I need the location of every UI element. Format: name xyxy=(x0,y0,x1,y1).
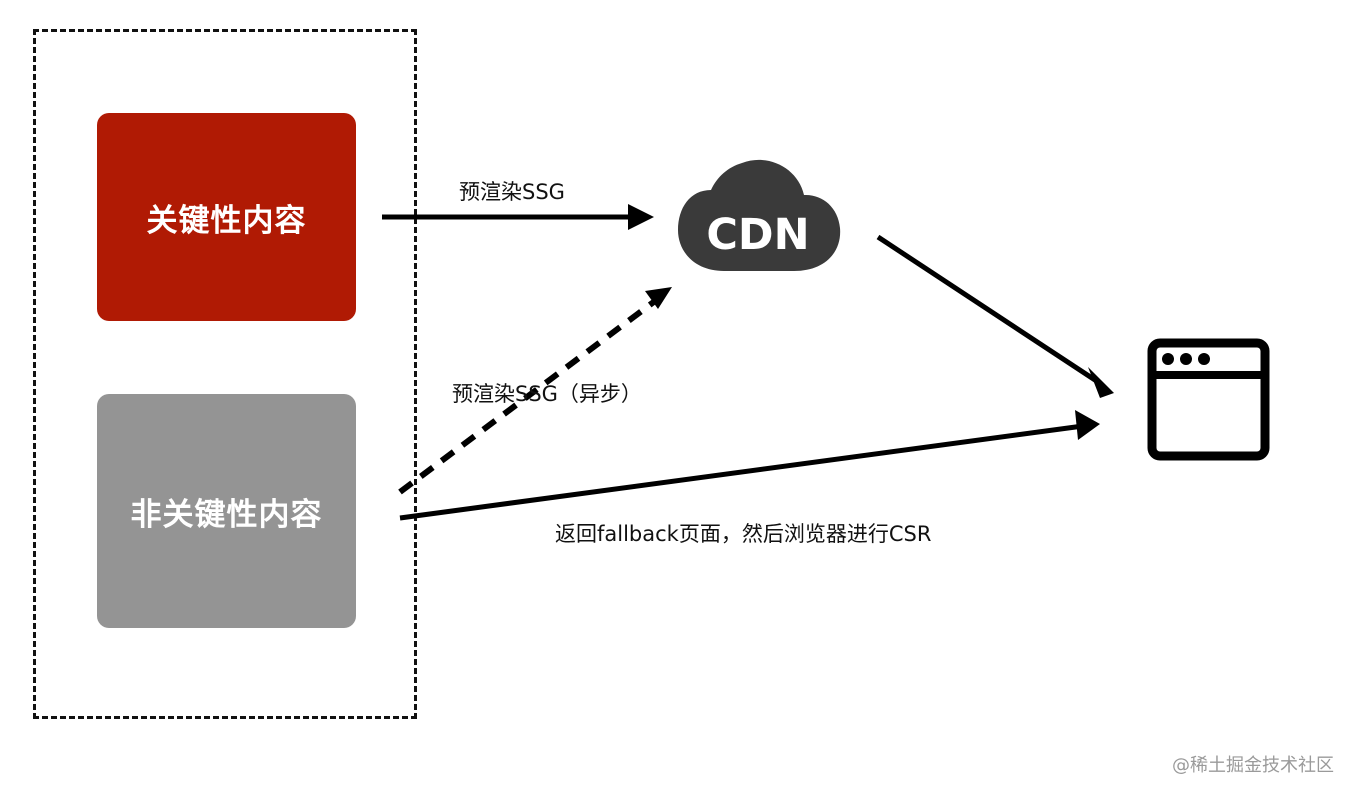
browser-window-icon xyxy=(1147,338,1270,461)
ssg-arrow xyxy=(382,204,654,230)
cdn-to-browser-arrow xyxy=(876,234,1114,398)
cdn-cloud-icon: CDN xyxy=(678,159,841,271)
watermark: @稀土掘金技术社区 xyxy=(1172,755,1334,776)
fallback-arrow-label: 返回fallback页面，然后浏览器进行CSR xyxy=(555,522,932,546)
ssg-arrow-label: 预渲染SSG xyxy=(459,180,565,204)
fallback-arrow xyxy=(399,410,1100,521)
critical-content-box: 关键性内容 xyxy=(97,113,356,321)
cdn-label: CDN xyxy=(706,210,809,260)
ssg-async-arrow-label: 预渲染SSG（异步） xyxy=(452,382,642,406)
content-group-dashed-border xyxy=(33,29,417,719)
ssg-async-arrow xyxy=(398,287,672,495)
noncritical-content-box: 非关键性内容 xyxy=(97,394,356,628)
